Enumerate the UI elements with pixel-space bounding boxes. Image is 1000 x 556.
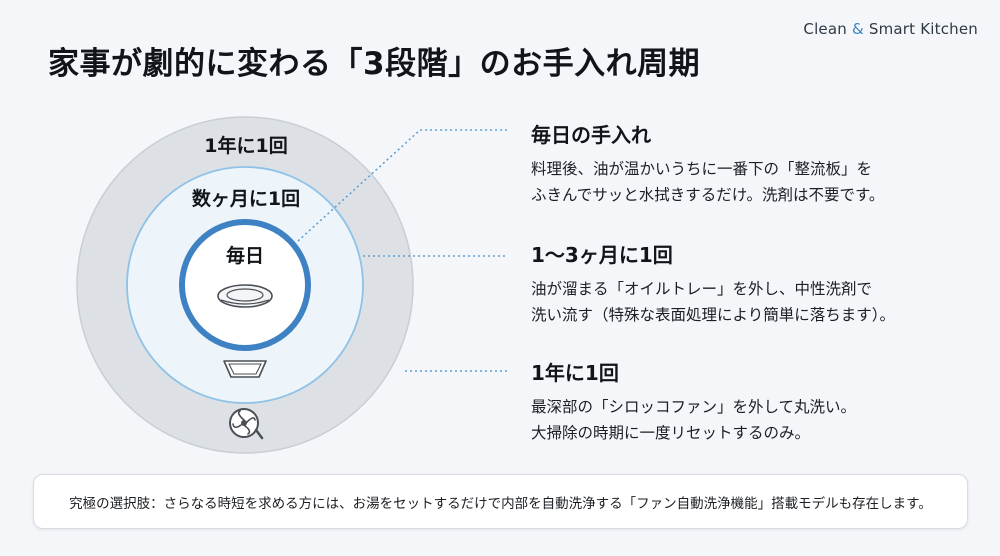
brand-ampersand: & xyxy=(851,20,864,38)
brand-logo: Clean & Smart Kitchen xyxy=(803,20,978,38)
section-yearly-line-1: 最深部の「シロッコファン」を外して丸洗い。 xyxy=(531,398,857,416)
tray-icon xyxy=(223,360,267,378)
section-daily-line-2: ふきんでサッと水拭きするだけ。洗剤は不要です。 xyxy=(531,186,885,204)
ring-label-daily: 毎日 xyxy=(225,245,265,267)
fan-icon xyxy=(229,408,264,440)
section-monthly: 1〜3ヶ月に1回 油が溜まる「オイルトレー」を外し、中性洗剤で 洗い流す（特殊な… xyxy=(531,239,981,328)
plate-icon xyxy=(217,284,273,308)
footer-note-text: 究極の選択肢：さらなる時短を求める方には、お湯をセットするだけで内部を自動洗浄す… xyxy=(69,495,932,512)
section-title-monthly: 1〜3ヶ月に1回 xyxy=(531,243,673,267)
brand-word-clean: Clean xyxy=(803,20,847,38)
section-title-daily: 毎日の手入れ xyxy=(531,123,651,147)
section-daily: 毎日の手入れ 料理後、油が温かいうちに一番下の「整流板」を ふきんでサッと水拭き… xyxy=(531,119,981,208)
footer-note: 究極の選択肢：さらなる時短を求める方には、お湯をセットするだけで内部を自動洗浄す… xyxy=(33,474,968,529)
section-yearly-line-2: 大掃除の時期に一度リセットするのみ。 xyxy=(531,424,811,442)
page-title: 家事が劇的に変わる「3段階」のお手入れ周期 xyxy=(48,46,701,82)
ring-label-monthly: 数ヶ月に1回 xyxy=(191,188,301,210)
section-monthly-line-1: 油が溜まる「オイルトレー」を外し、中性洗剤で xyxy=(531,280,873,298)
section-monthly-line-2: 洗い流す（特殊な表面処理により簡単に落ちます）。 xyxy=(531,306,895,324)
brand-word-smart-kitchen: Smart Kitchen xyxy=(868,20,978,38)
section-yearly: 1年に1回 最深部の「シロッコファン」を外して丸洗い。 大掃除の時期に一度リセッ… xyxy=(531,357,981,446)
section-title-yearly: 1年に1回 xyxy=(531,361,619,385)
ring-label-yearly: 1年に1回 xyxy=(204,135,288,157)
section-daily-line-1: 料理後、油が温かいうちに一番下の「整流板」を xyxy=(531,160,873,178)
connector-lines xyxy=(297,129,507,372)
